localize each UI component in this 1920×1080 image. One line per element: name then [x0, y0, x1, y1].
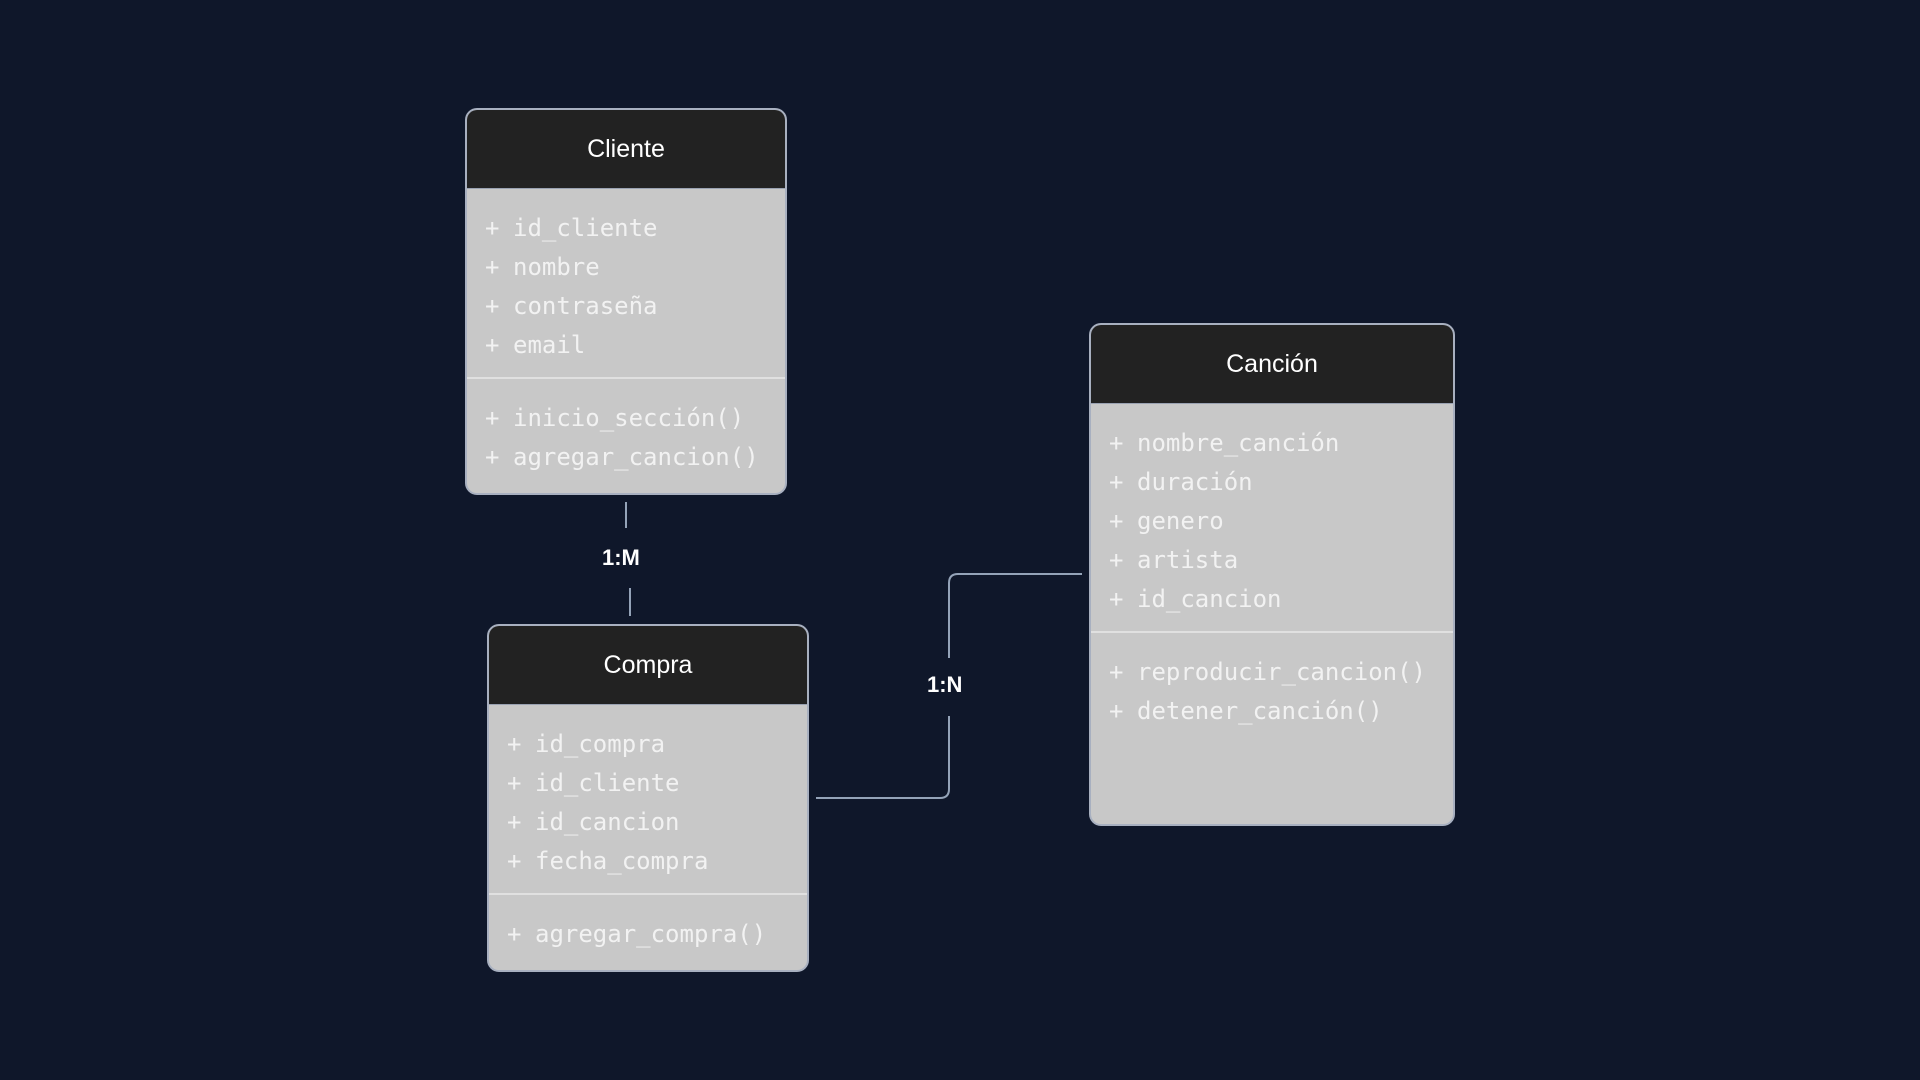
- class-cliente-attributes: +id_cliente +nombre +contraseña +email: [467, 189, 785, 377]
- class-cancion-title: Canción: [1091, 325, 1453, 404]
- attribute-row: +nombre_canción: [1109, 429, 1340, 457]
- attribute-row: +email: [485, 331, 586, 359]
- class-compra-methods: +agregar_compra(): [489, 895, 807, 966]
- section-divider: [467, 377, 785, 379]
- class-compra-title: Compra: [489, 626, 807, 705]
- class-compra-attributes: +id_compra +id_cliente +id_cancion +fech…: [489, 705, 807, 893]
- connector-compra-cancion-bottom: [816, 716, 950, 799]
- section-divider: [1091, 631, 1453, 633]
- class-compra[interactable]: Compra +id_compra +id_cliente +id_cancio…: [487, 624, 809, 972]
- attribute-row: +id_cancion: [1109, 585, 1282, 613]
- method-row: +agregar_compra(): [507, 920, 767, 948]
- attribute-row: +fecha_compra: [507, 847, 709, 875]
- attribute-row: +genero: [1109, 507, 1224, 535]
- attribute-row: +id_cliente: [485, 214, 658, 242]
- attribute-row: +contraseña: [485, 292, 658, 320]
- relationship-label-1m: 1:M: [602, 545, 640, 570]
- method-row: +reproducir_cancion(): [1109, 658, 1426, 686]
- class-cliente-methods: +inicio_sección() +agregar_cancion(): [467, 379, 785, 489]
- attribute-row: +nombre: [485, 253, 600, 281]
- attribute-row: +id_compra: [507, 730, 666, 758]
- attribute-row: +duración: [1109, 468, 1253, 496]
- attribute-row: +artista: [1109, 546, 1239, 574]
- attribute-row: +id_cliente: [507, 769, 680, 797]
- method-row: +agregar_cancion(): [485, 443, 759, 471]
- section-divider: [489, 893, 807, 895]
- class-cancion[interactable]: Canción +nombre_canción +duración +gener…: [1089, 323, 1455, 826]
- method-row: +inicio_sección(): [485, 404, 745, 432]
- class-cliente[interactable]: Cliente +id_cliente +nombre +contraseña …: [465, 108, 787, 495]
- class-cliente-title: Cliente: [467, 110, 785, 189]
- connector-compra-cancion-top: [948, 573, 1082, 658]
- class-cancion-methods: +reproducir_cancion() +detener_canción(): [1091, 633, 1453, 743]
- attribute-row: +id_cancion: [507, 808, 680, 836]
- class-cancion-attributes: +nombre_canción +duración +genero +artis…: [1091, 404, 1453, 631]
- method-row: +detener_canción(): [1109, 697, 1383, 725]
- relationship-label-1n: 1:N: [927, 672, 963, 697]
